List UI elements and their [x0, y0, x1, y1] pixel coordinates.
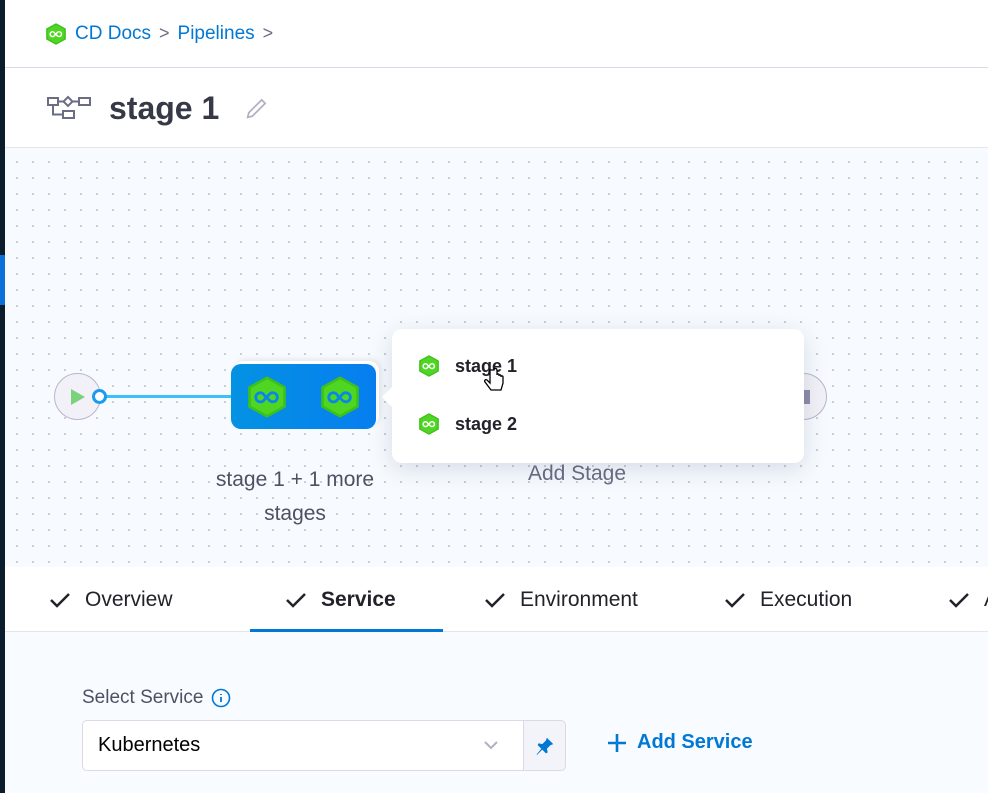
pin-icon	[536, 737, 553, 755]
tab-label: Overview	[85, 587, 173, 611]
breadcrumb-separator: >	[262, 23, 274, 43]
service-select[interactable]: Kubernetes	[82, 720, 524, 771]
info-icon[interactable]	[211, 688, 231, 708]
breadcrumb-pipelines[interactable]: Pipelines	[177, 22, 255, 44]
active-tab-indicator	[250, 629, 443, 632]
popup-item-label: stage 2	[455, 413, 518, 434]
tab-overview[interactable]: Overview	[49, 567, 173, 632]
add-stage-label[interactable]: Add Stage	[527, 462, 627, 485]
popup-item-stage-1[interactable]: stage 1	[418, 355, 517, 377]
cd-module-icon	[45, 23, 67, 45]
cd-stage-icon	[418, 355, 440, 377]
check-icon	[286, 592, 306, 608]
left-nav-strip	[0, 0, 5, 793]
stage-tabs: Overview Service Environment Execution A	[5, 567, 988, 632]
stage-group-node[interactable]	[231, 364, 376, 429]
tab-label: Execution	[760, 587, 853, 611]
edit-pencil-icon[interactable]	[243, 94, 271, 122]
stage-group-popup: stage 1 stage 2	[382, 329, 804, 463]
hand-cursor-icon	[484, 367, 504, 391]
connector-port[interactable]	[92, 389, 107, 404]
add-service-label: Add Service	[637, 731, 753, 753]
stage-group-label: stage 1 + 1 more stages	[215, 468, 375, 525]
stage-2-icon	[319, 376, 361, 418]
breadcrumb-separator: >	[159, 23, 170, 43]
chevron-down-icon	[484, 741, 498, 750]
stage-1-icon	[246, 376, 288, 418]
tab-label: Environment	[520, 587, 638, 611]
breadcrumb: CD Docs > Pipelines >	[5, 0, 988, 68]
selected-service: Kubernetes	[98, 734, 201, 756]
field-label: Select Service	[82, 687, 204, 708]
popup-item-label: stage 1	[455, 355, 518, 376]
tab-advanced[interactable]: A	[948, 567, 988, 632]
connector-line	[99, 395, 233, 398]
nav-active-indicator	[0, 255, 5, 305]
check-icon	[725, 592, 745, 608]
pin-button[interactable]	[523, 720, 566, 771]
check-icon	[485, 592, 505, 608]
check-icon	[949, 592, 969, 608]
tab-execution[interactable]: Execution	[724, 567, 852, 632]
popup-item-stage-2[interactable]: stage 2	[418, 413, 517, 435]
title-bar: stage 1	[5, 69, 988, 148]
add-service-button[interactable]: Add Service	[607, 731, 753, 754]
breadcrumb-cd-docs[interactable]: CD Docs	[75, 22, 152, 44]
tab-environment[interactable]: Environment	[484, 567, 638, 632]
check-icon	[50, 592, 70, 608]
plus-icon	[608, 733, 626, 752]
play-icon	[71, 389, 85, 405]
stop-icon	[803, 390, 810, 404]
tab-service[interactable]: Service	[285, 567, 396, 632]
page-title: stage 1	[109, 89, 220, 126]
select-service-label: Select Service	[82, 687, 231, 709]
pipeline-stage-icon	[47, 95, 91, 119]
tab-label: Service	[321, 587, 396, 611]
cd-stage-icon	[418, 413, 440, 435]
tab-label: A	[984, 588, 988, 612]
